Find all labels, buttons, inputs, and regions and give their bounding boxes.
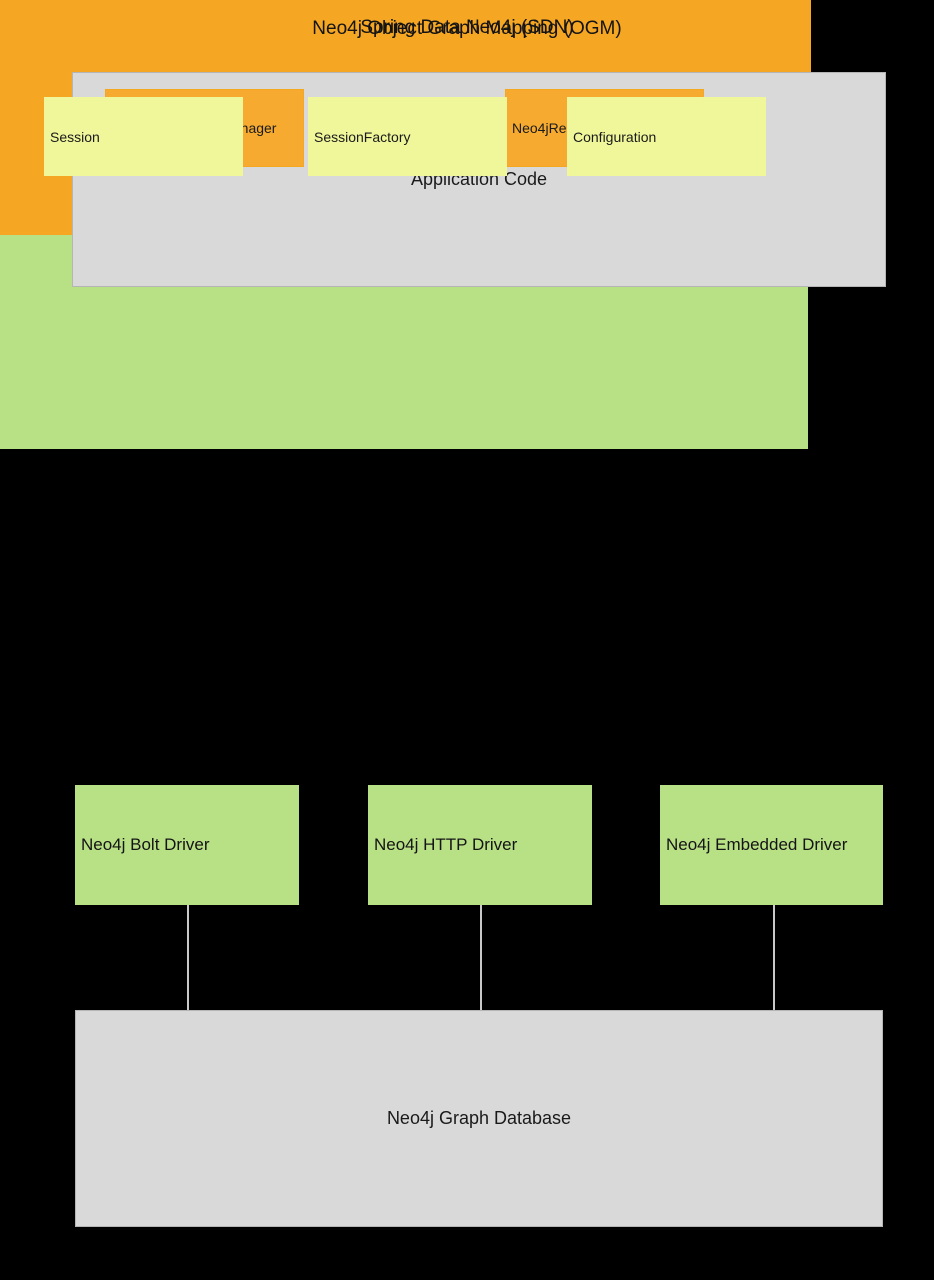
ogm-component-configuration: Configuration (567, 97, 766, 176)
ogm-component-configuration-label: Configuration (573, 128, 657, 145)
sdn-title: Spring Data Neo4j (SDN) (360, 17, 574, 38)
graph-database-label: Neo4j Graph Database (386, 1108, 572, 1128)
connector-bolt-to-database (187, 905, 189, 1010)
ogm-component-session-label: Session (50, 128, 100, 145)
driver-embedded: Neo4j Embedded Driver (660, 785, 883, 905)
connector-http-to-database (480, 905, 482, 1010)
driver-bolt: Neo4j Bolt Driver (75, 785, 299, 905)
ogm-component-session: Session (44, 97, 243, 176)
layer-graph-database: Neo4j Graph Database (75, 1010, 883, 1227)
ogm-component-session-factory-label: SessionFactory (314, 128, 411, 145)
driver-http-label: Neo4j HTTP Driver (374, 835, 518, 854)
driver-bolt-label: Neo4j Bolt Driver (81, 835, 210, 854)
driver-embedded-label: Neo4j Embedded Driver (666, 835, 848, 854)
ogm-component-session-factory: SessionFactory (308, 97, 507, 176)
connector-embedded-to-database (773, 905, 775, 1010)
driver-http: Neo4j HTTP Driver (368, 785, 592, 905)
ogm-title: Neo4j Object Graph Mapping (OGM) (312, 18, 622, 39)
